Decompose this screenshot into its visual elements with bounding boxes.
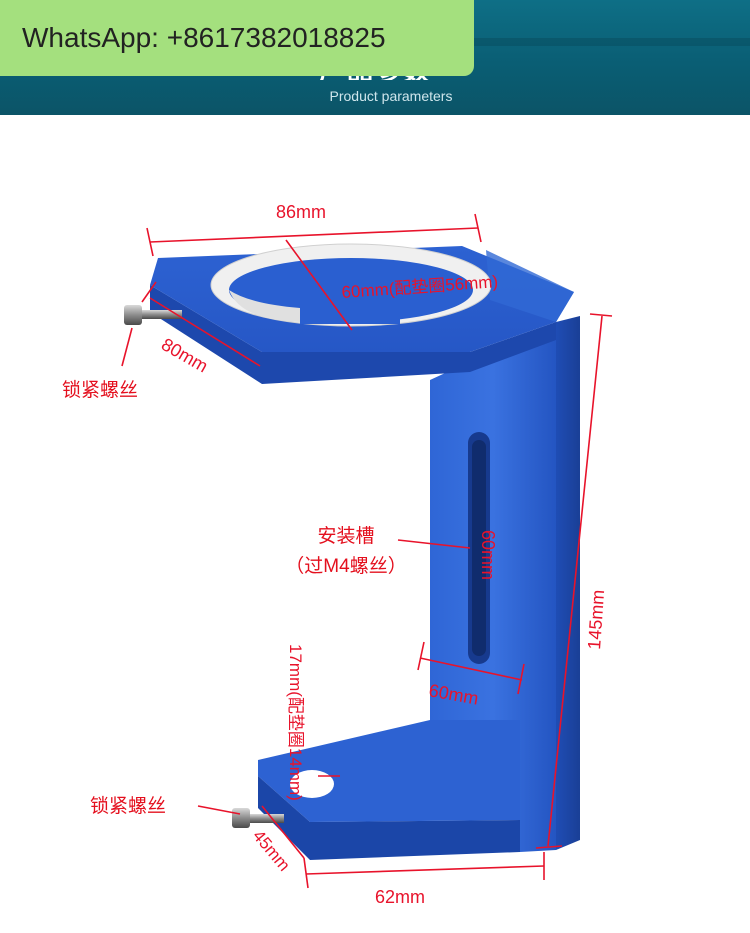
ring-inner (229, 258, 473, 322)
ring-shadow (229, 290, 300, 322)
ring-gap (300, 306, 400, 324)
dim-height: 145mm (584, 589, 608, 650)
label-mount-slot-line2: （过M4螺丝） (285, 555, 406, 577)
dim-top-width: 86mm (276, 202, 326, 222)
vertical-plate-side (556, 316, 580, 850)
bottom-hole (290, 770, 334, 798)
dimension-lines (121, 213, 613, 889)
top-plate-edge (150, 285, 556, 384)
label-lock-screw-bottom: 锁紧螺丝 (90, 795, 166, 817)
mount-slot-inner (472, 440, 486, 656)
top-plate-bevel (486, 250, 574, 322)
vertical-plate-front (430, 322, 556, 852)
label-lock-screw-top: 锁紧螺丝 (62, 379, 138, 401)
dim-bottom-hole: 17mm(配垫圈14mm) (286, 644, 305, 801)
bottom-plate-edge (258, 776, 520, 860)
dim-bottom-width: 62mm (375, 887, 425, 907)
lock-screw-top-icon (124, 305, 182, 325)
bottom-plate-face (258, 720, 520, 822)
whatsapp-watermark: WhatsApp: +8617382018825 (0, 0, 474, 76)
dim-slot-length: 60mm (478, 530, 498, 580)
callout-labels: 锁紧螺丝 锁紧螺丝 安装槽 （过M4螺丝） (62, 379, 407, 817)
banner-subtitle: Product parameters (329, 88, 453, 104)
label-mount-slot-line1: 安装槽 (317, 525, 374, 547)
